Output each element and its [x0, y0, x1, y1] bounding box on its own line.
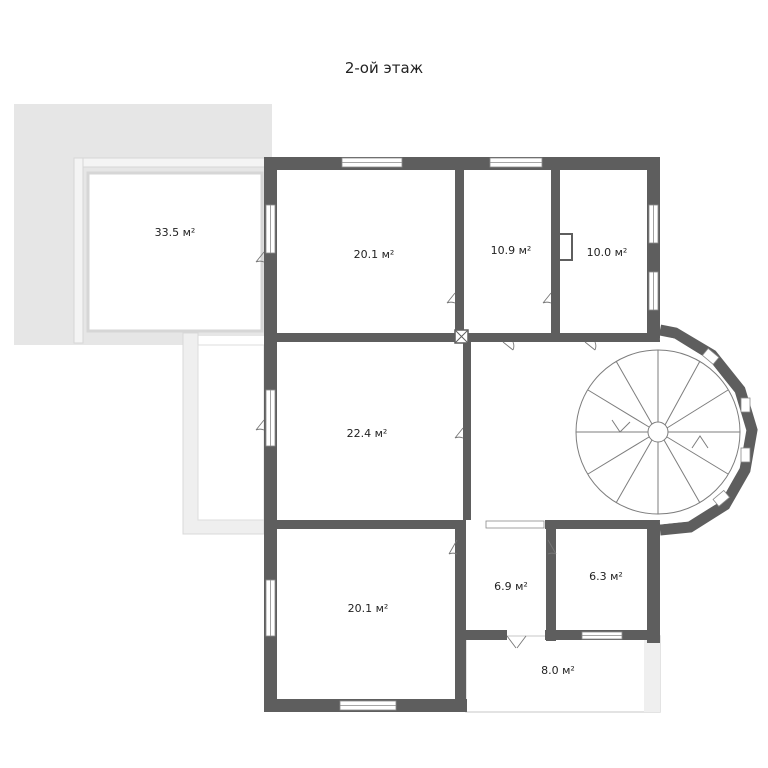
room-label-s-small2: 6.3 м² — [589, 570, 623, 583]
terrace-area — [14, 104, 273, 345]
stair-tower — [658, 324, 758, 536]
south-balcony — [465, 635, 661, 713]
room-label-balcony: 8.0 м² — [541, 664, 575, 677]
walls — [264, 157, 660, 712]
spiral-stair — [575, 349, 741, 515]
room-label-terrace: 33.5 м² — [155, 226, 196, 239]
room-label-nw: 20.1 м² — [354, 248, 395, 261]
room-label-n-small2: 10.0 м² — [587, 246, 628, 259]
room-label-sw: 20.1 м² — [348, 602, 389, 615]
room-label-s-small1: 6.9 м² — [494, 580, 528, 593]
windows — [265, 157, 751, 711]
room-labels: 33.5 м² 20.1 м² 10.9 м² 10.0 м² 22.4 м² … — [155, 226, 628, 677]
west-balcony — [182, 332, 265, 535]
floor-title: 2-ой этаж — [345, 59, 423, 77]
doors — [255, 251, 597, 649]
room-label-center: 22.4 м² — [347, 427, 388, 440]
room-label-n-small1: 10.9 м² — [491, 244, 532, 257]
